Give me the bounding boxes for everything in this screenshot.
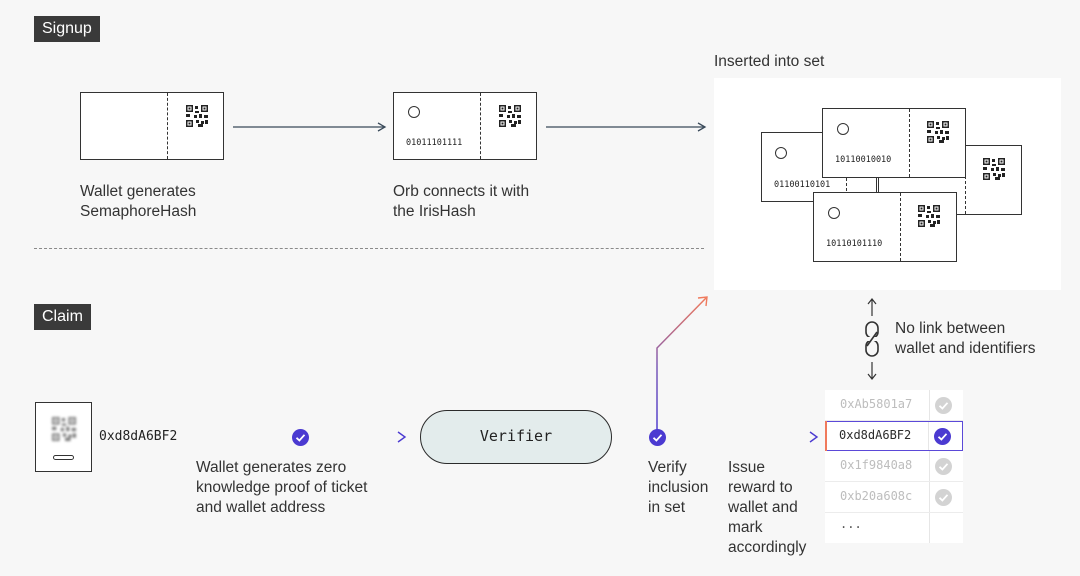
caption-line: and wallet address: [196, 499, 326, 516]
ticket-hole: [837, 123, 849, 135]
ticket-bits: 01100110101: [774, 180, 831, 190]
proof-check-icon: [292, 429, 309, 446]
hash-ellipsis: ...: [840, 517, 862, 531]
no-link-caption: No link between wallet and identifiers: [895, 319, 1035, 359]
claim-section-tag: Claim: [34, 304, 91, 330]
wallet-address: 0xd8dA6BF2: [99, 429, 178, 444]
caption-line: reward to: [728, 479, 793, 496]
section-divider: [34, 248, 704, 249]
ticket-bits: 10110101110: [826, 239, 883, 249]
caption-line: Issue: [728, 459, 766, 476]
caption-line: accordingly: [728, 539, 807, 556]
caption-line: wallet and: [728, 499, 798, 516]
phone-home-button: [53, 455, 74, 460]
set-ticket: 10110010010: [822, 108, 966, 178]
ticket-perforation: [965, 146, 966, 214]
hash-row-active: 0xd8dA6BF2: [824, 420, 963, 452]
caption-line: Wallet generates: [80, 183, 196, 200]
claimed-hash-list: 0xAb5801a7 0xd8dA6BF2 0x1f9840a8 0xb20a6…: [824, 390, 963, 543]
ticket-perforation: [900, 193, 901, 261]
hash-value: 0x1f9840a8: [840, 458, 913, 472]
iris-ticket: 01011101111: [393, 92, 537, 160]
ticket-bits: 10110010010: [835, 155, 892, 165]
broken-link-icon: [864, 321, 880, 357]
caption-line: in set: [648, 499, 686, 516]
qr-code-icon: [52, 417, 76, 441]
ticket-perforation: [909, 109, 910, 177]
caption-line: No link between: [895, 320, 1006, 337]
issue-caption: Issue reward to wallet and mark accordin…: [728, 458, 806, 558]
caption-line: mark: [728, 519, 763, 536]
caption-line: Orb connects it with: [393, 183, 530, 200]
hash-row: 0xb20a608c: [825, 482, 963, 513]
check-circle-icon: [935, 397, 952, 414]
signup-section-tag: Signup: [34, 16, 100, 42]
hash-value: 0xb20a608c: [840, 489, 913, 503]
ticket-perforation: [480, 93, 481, 159]
ticket-hole: [775, 147, 787, 159]
wallet-phone: [35, 402, 92, 472]
set-title: Inserted into set: [714, 53, 825, 70]
caption-line: Wallet generates zero: [196, 459, 347, 476]
verify-caption: Verify inclusion in set: [648, 458, 708, 518]
hash-row: 0xAb5801a7: [825, 390, 963, 421]
hash-row: 0x1f9840a8: [825, 451, 963, 482]
ticket-bits: 01011101111: [406, 138, 463, 148]
claim-step1-caption: Wallet generates zero knowledge proof of…: [196, 458, 367, 518]
caption-line: knowledge proof of ticket: [196, 479, 368, 496]
verifier-node: Verifier: [420, 410, 612, 464]
set-ticket: 10110101110: [813, 192, 957, 262]
caption-line: wallet and identifiers: [895, 340, 1036, 357]
ticket-hole: [408, 106, 420, 118]
caption-line: the IrisHash: [393, 203, 476, 220]
hash-value: 0xd8dA6BF2: [839, 428, 912, 442]
caption-line: inclusion: [648, 479, 709, 496]
check-circle-icon: [934, 427, 951, 445]
signup-step2-caption: Orb connects it with the IrisHash: [393, 182, 529, 222]
hash-value: 0xAb5801a7: [840, 397, 913, 411]
check-circle-icon: [935, 489, 952, 506]
verify-check-icon: [649, 429, 666, 446]
ticket-hole: [828, 207, 840, 219]
caption-line: SemaphoreHash: [80, 203, 197, 220]
hash-row: ...: [825, 513, 963, 543]
caption-line: Verify: [648, 459, 687, 476]
check-circle-icon: [935, 458, 952, 475]
ticket-perforation: [167, 93, 168, 159]
signup-step1-caption: Wallet generates SemaphoreHash: [80, 182, 196, 222]
semaphore-ticket: [80, 92, 224, 160]
